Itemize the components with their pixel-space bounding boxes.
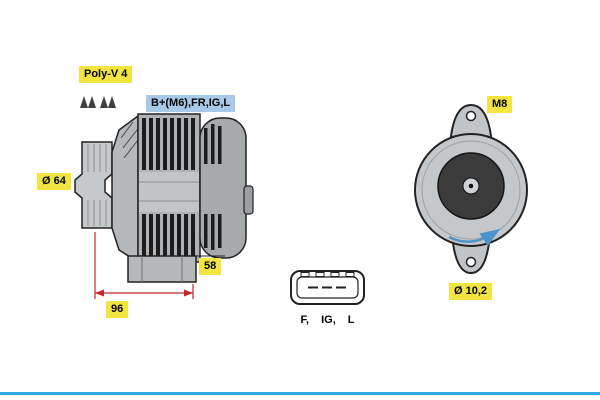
bottom-ear-hole (465, 256, 477, 268)
connector-pins-label: F, IG, L (300, 314, 355, 326)
mounting-length-label: 96 (106, 301, 129, 318)
housing-inner-rim (421, 140, 521, 240)
rotation-arrow-icon (448, 228, 501, 247)
foot-width-label: 58 (199, 258, 222, 275)
side-view-drawing (74, 96, 254, 299)
rear-housing-slots (204, 124, 222, 250)
body-band (139, 172, 199, 212)
belt-type-label: Poly-V 4 (79, 66, 133, 83)
rear-view-drawing (414, 103, 528, 275)
top-ear-hole (465, 110, 477, 122)
mounting-foot-lines (141, 256, 183, 282)
hole-diameter-label: Ø 10,2 (449, 283, 493, 300)
connector-inner-outline (296, 276, 359, 299)
cooling-fins (142, 118, 195, 256)
connector-keyways (300, 272, 355, 277)
body-band-lines (139, 181, 199, 202)
belt-profile-icon (80, 96, 116, 108)
connector-drawing (290, 270, 365, 305)
pulley-diameter-label: Ø 64 (37, 173, 71, 190)
hub-center-dot (468, 183, 474, 189)
pulley-grooves (87, 144, 107, 226)
thread-label: M8 (487, 96, 513, 113)
dimension-96 (94, 232, 194, 299)
front-bracket (111, 114, 139, 264)
bottom-accent-line (0, 392, 600, 395)
rear-stub (243, 185, 254, 215)
mounting-foot (127, 255, 197, 283)
front-bracket-hatch (120, 121, 139, 159)
terminals-label: B+(M6),FR,IG,L (146, 95, 236, 112)
